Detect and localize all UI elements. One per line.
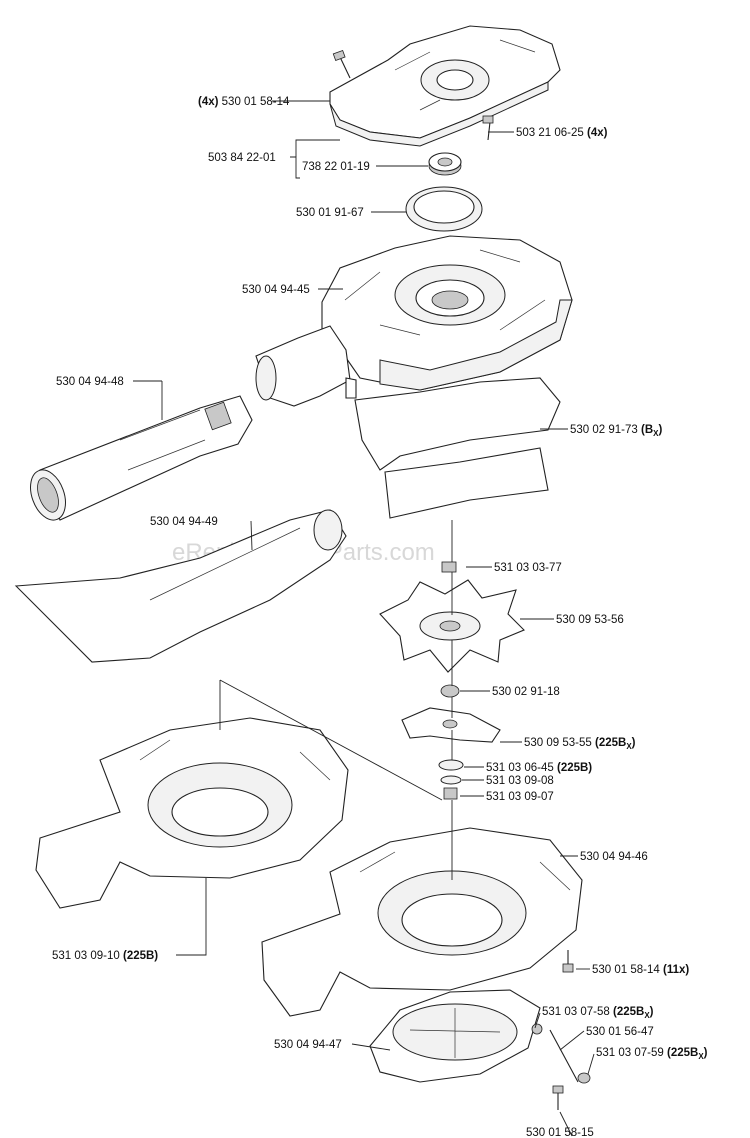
impeller-fan: [379, 579, 525, 673]
latch-spring: [531, 1023, 591, 1084]
label-530-01-56-47: 530 01 56-47: [586, 1026, 654, 1038]
label-530-01-91-67: 530 01 91-67: [296, 207, 364, 219]
label-531-03-07-58: 531 03 07-58 (225BX): [542, 1006, 654, 1020]
impeller-band: [354, 377, 561, 519]
label-530-01-58-14-4x: (4x) 530 01 58-14: [198, 96, 290, 108]
bottom-cover: [369, 989, 541, 1083]
blower-tube: [30, 395, 253, 521]
label-530-04-94-47: 530 04 94-47: [274, 1039, 342, 1051]
bearing: [428, 152, 462, 176]
housing-screw: [562, 950, 574, 973]
label-531-03-09-08: 531 03 09-08: [486, 775, 554, 787]
part-labels: (4x) 530 01 58-14 503 21 06-25 (4x) 503 …: [52, 96, 708, 1138]
label-531-03-09-07: 531 03 09-07: [486, 791, 554, 803]
nozzle: [14, 509, 347, 663]
label-531-03-07-59: 531 03 07-59 (225BX): [596, 1047, 708, 1061]
lower-housing-alt: [35, 717, 349, 909]
screw-right: [482, 115, 494, 141]
top-cover-plate: [329, 25, 561, 147]
nut-small: [441, 561, 457, 573]
label-530-02-91-18: 530 02 91-18: [492, 686, 560, 698]
label-531-03-09-10: 531 03 09-10 (225B): [52, 950, 158, 962]
label-503-21-06-25: 503 21 06-25 (4x): [516, 127, 608, 139]
label-530-01-58-15: 530 01 58-15: [526, 1127, 594, 1138]
label-530-04-94-46: 530 04 94-46: [580, 851, 648, 863]
label-531-03-03-77: 531 03 03-77: [494, 562, 562, 574]
spacer: [440, 684, 460, 698]
screw-top-left: [332, 49, 351, 79]
label-530-04-94-49: 530 04 94-49: [150, 516, 218, 528]
washer-1: [438, 759, 464, 771]
lower-housing: [261, 827, 583, 1017]
label-531-03-06-45: 531 03 06-45 (225B): [486, 762, 592, 774]
washer-2: [440, 775, 462, 785]
label-530-02-91-73: 530 02 91-73 (BX): [570, 424, 662, 438]
leader-lines: [133, 100, 595, 1137]
cutter-blade: [401, 707, 501, 743]
seal-ring: [405, 186, 483, 232]
nut-bottom: [443, 787, 458, 800]
label-530-09-53-55: 530 09 53-55 (225BX): [524, 737, 636, 751]
label-530-09-53-56: 530 09 53-56: [556, 614, 624, 626]
label-530-01-58-14-11x: 530 01 58-14 (11x): [592, 964, 689, 976]
label-530-04-94-48: 530 04 94-48: [56, 376, 124, 388]
label-503-84-22-01: 503 84 22-01: [208, 152, 276, 164]
latch-screw: [552, 1085, 564, 1110]
label-738-22-01-19: 738 22 01-19: [302, 161, 370, 173]
label-530-04-94-45: 530 04 94-45: [242, 284, 310, 296]
upper-housing: [255, 235, 573, 407]
